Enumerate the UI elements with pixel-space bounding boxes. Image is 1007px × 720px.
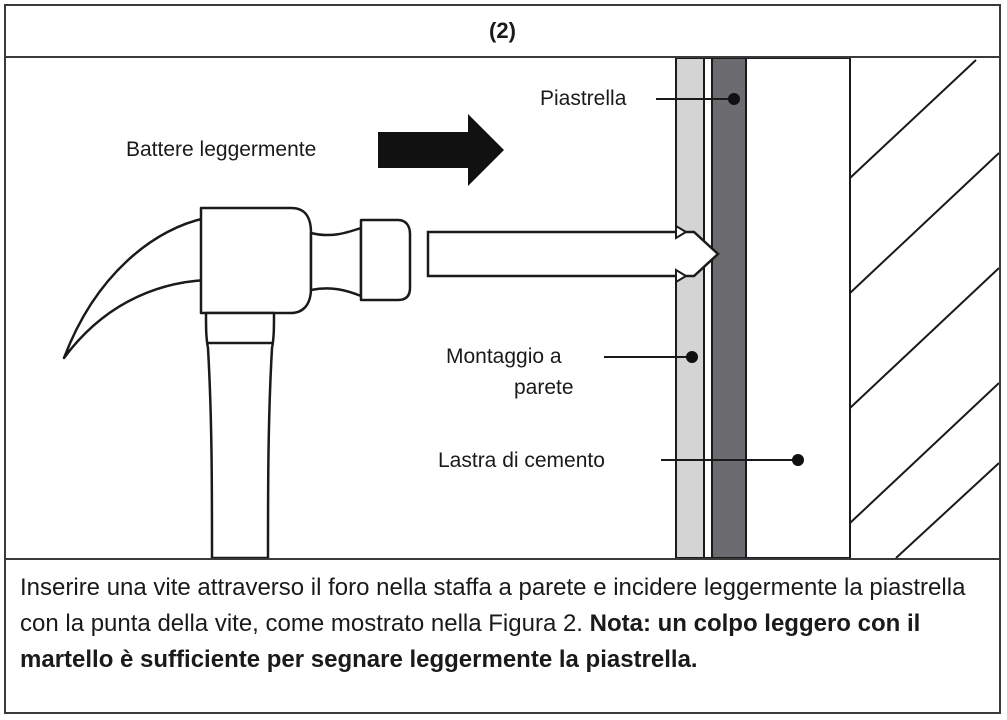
cement-leader-dot xyxy=(792,454,804,466)
mount-label-line2: parete xyxy=(514,376,574,399)
wall-section xyxy=(675,58,999,558)
tile-leader-dot xyxy=(728,93,740,105)
action-label: Battere leggermente xyxy=(126,138,316,161)
tile-layer xyxy=(675,58,705,558)
gap-layer xyxy=(703,58,713,558)
mount-label-line1: Montaggio a xyxy=(446,345,562,368)
mount-leader-dot xyxy=(686,351,698,363)
cement-label: Lastra di cemento xyxy=(438,449,605,472)
instruction-body: Inserire una vite attraverso il foro nel… xyxy=(20,574,966,637)
mount-layer xyxy=(711,58,747,558)
figure-frame: (2) xyxy=(4,4,1001,714)
instruction-note: Nota: un colpo leggero con il martello è… xyxy=(20,610,921,673)
figure-number: (2) xyxy=(6,6,999,58)
arrow-right-icon xyxy=(378,114,504,186)
cement-layer xyxy=(745,58,851,558)
hammer-icon xyxy=(62,206,412,558)
tile-label: Piastrella xyxy=(540,87,627,110)
figure-illustration: Battere leggermente Piastrella Montaggio… xyxy=(6,58,999,558)
instruction-text: Inserire una vite attraverso il foro nel… xyxy=(6,558,999,712)
screw-icon xyxy=(426,224,720,284)
hatched-wall xyxy=(849,58,999,558)
